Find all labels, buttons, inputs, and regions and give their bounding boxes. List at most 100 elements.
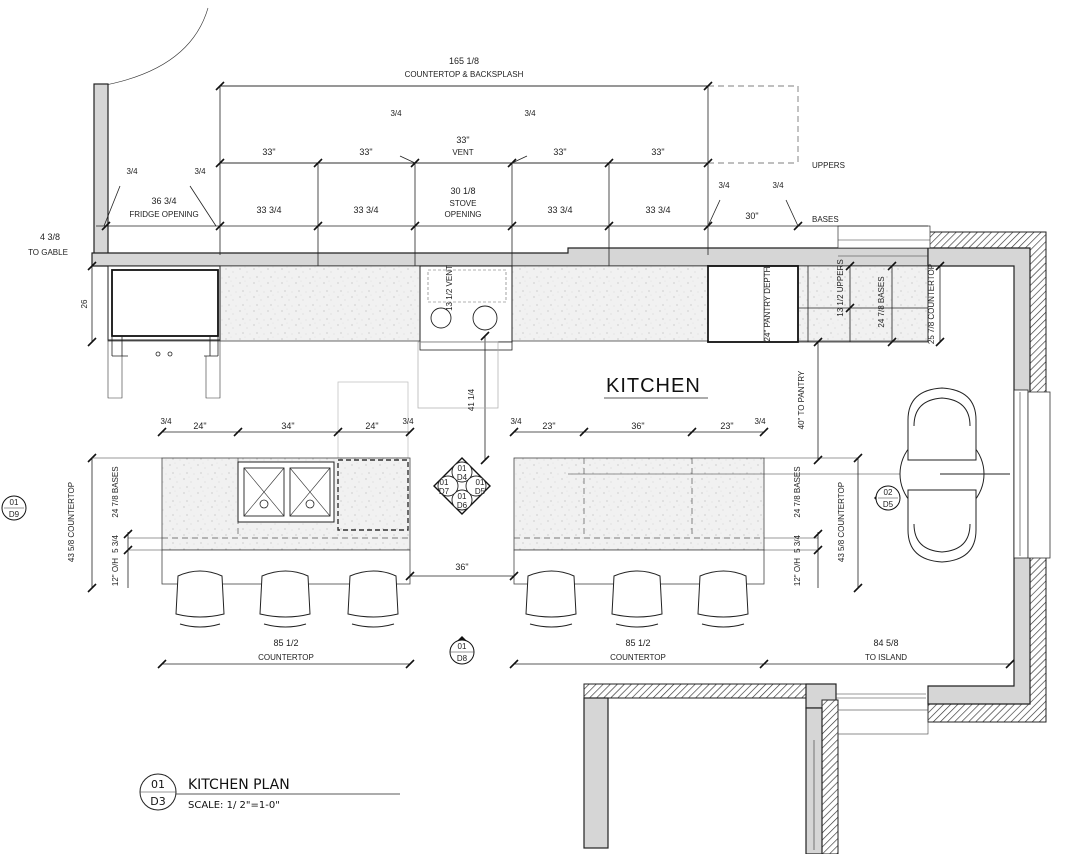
- gap-3-4-f: 3/4: [772, 181, 784, 190]
- island-left-seg-3: 24": [365, 421, 378, 431]
- base-dim-2: 33 3/4: [353, 205, 378, 215]
- stove-label-1: STOVE: [450, 199, 477, 208]
- lower-walls: [583, 683, 929, 854]
- island-right-seg-1: 23": [542, 421, 555, 431]
- to-island-label: TO ISLAND: [865, 653, 907, 662]
- to-gable-label: TO GABLE: [28, 248, 68, 257]
- callout-d8-num: 01: [458, 642, 467, 651]
- pantry-depth: 24" PANTRY DEPTH: [763, 266, 772, 341]
- plan-tag-num: 01: [151, 778, 165, 791]
- island-dim-lines: [87, 427, 1015, 669]
- left-wall-post: [93, 83, 109, 255]
- vent-label: VENT: [452, 148, 473, 157]
- gap-3-4-b: 3/4: [524, 109, 536, 118]
- top-dimension-lines: [96, 81, 928, 231]
- dining-table: [899, 387, 1010, 563]
- callout-cluster: 01 D4 01 D5 01 D6 01 D7: [433, 457, 491, 515]
- island-right-seg-3: 23": [720, 421, 733, 431]
- door-swing: [99, 7, 209, 87]
- stove-label-2: OPENING: [445, 210, 482, 219]
- aisle-41: 41 1/4: [467, 388, 476, 411]
- island-right-depth-bases: 24 7/8 BASES: [793, 466, 802, 517]
- to-gable-value: 4 3/8: [40, 232, 60, 242]
- island-gap-3-4-c: 3/4: [510, 417, 522, 426]
- callout-02-d5: 02 D5: [874, 485, 901, 511]
- plan-scale: SCALE: 1/ 2"=1-0": [188, 800, 280, 811]
- gap-3-4-d: 3/4: [194, 167, 206, 176]
- plan-tag-sheet: D3: [150, 795, 165, 808]
- island-left: [161, 457, 411, 585]
- callout-d5-sheet: D5: [475, 487, 486, 496]
- base-dim-1: 33 3/4: [256, 205, 281, 215]
- island-left-seg-1: 24": [193, 421, 206, 431]
- island-right-depth-ct: 43 5/8 COUNTERTOP: [837, 482, 846, 562]
- countertop-backsplash-label: COUNTERTOP & BACKSPLASH: [405, 70, 524, 79]
- fridge-label: FRIDGE OPENING: [129, 210, 198, 219]
- island-left-countertop: COUNTERTOP: [258, 653, 314, 662]
- vent-depth: 13 1/2 VENT: [445, 265, 454, 311]
- gap-3-4-c: 3/4: [126, 167, 138, 176]
- upper-dim-3: 33": [456, 135, 469, 145]
- callout-02-num: 02: [884, 488, 893, 497]
- bases-label: BASES: [812, 215, 839, 224]
- island-left-5-3-4: 5 3/4: [111, 535, 120, 553]
- bases-depth: 24 7/8 BASES: [877, 276, 886, 327]
- stove-value: 30 1/8: [450, 186, 475, 196]
- base-cabinet-run: [107, 265, 929, 399]
- island-gap-3-4-a: 3/4: [160, 417, 172, 426]
- island-gap-3-4-d: 3/4: [754, 417, 766, 426]
- plan-title-block: 01 D3 KITCHEN PLAN SCALE: 1/ 2"=1-0": [139, 773, 400, 811]
- fridge-value: 36 3/4: [151, 196, 176, 206]
- callout-d4-num: 01: [458, 464, 467, 473]
- callout-d4-sheet: D4: [457, 473, 468, 482]
- island-gap: 36": [455, 562, 468, 572]
- countertop-backsplash-value: 165 1/8: [449, 56, 479, 66]
- callout-d8: 01 D8: [449, 636, 475, 665]
- island-left-oh: 12" O/H: [111, 558, 120, 586]
- island-left-length: 85 1/2: [273, 638, 298, 648]
- callout-d5-num: 01: [476, 478, 485, 487]
- callout-d9: 01 D9: [1, 495, 27, 521]
- callout-02-sheet: D5: [883, 500, 894, 509]
- callout-d6-num: 01: [458, 492, 467, 501]
- uppers-depth: 13 1/2 UPPERS: [836, 259, 845, 316]
- callout-d9-sheet: D9: [9, 510, 20, 519]
- upper-dim-4: 33": [553, 147, 566, 157]
- island-right-length: 85 1/2: [625, 638, 650, 648]
- island-gap-3-4-b: 3/4: [402, 417, 414, 426]
- gap-3-4-e: 3/4: [718, 181, 730, 190]
- island-right-oh: 12" O/H: [793, 558, 802, 586]
- base-dim-4: 33 3/4: [645, 205, 670, 215]
- dimension-labels: 165 1/8 COUNTERTOP & BACKSPLASH 33" 33" …: [28, 56, 936, 662]
- plan-title: KITCHEN PLAN: [188, 777, 290, 793]
- countertop-depth: 25 7/8 COUNTERTOP: [927, 264, 936, 344]
- base-dim-5: 30": [745, 211, 758, 221]
- side-26: 26: [80, 299, 89, 308]
- callout-d8-sheet: D8: [457, 654, 468, 663]
- uppers-label: UPPERS: [812, 161, 845, 170]
- base-dim-3: 33 3/4: [547, 205, 572, 215]
- island-right-countertop: COUNTERTOP: [610, 653, 666, 662]
- back-wall: [91, 247, 929, 267]
- aisle-dims: [337, 331, 823, 465]
- callout-d6-sheet: D6: [457, 501, 468, 510]
- island-right-5-3-4: 5 3/4: [793, 535, 802, 553]
- bar-stools: [175, 570, 749, 628]
- to-pantry: 40" TO PANTRY: [797, 370, 806, 429]
- to-island-value: 84 5/8: [873, 638, 898, 648]
- callout-d7-num: 01: [440, 478, 449, 487]
- island-right-seg-2: 36": [631, 421, 644, 431]
- upper-dim-1: 33": [262, 147, 275, 157]
- upper-dim-5: 33": [651, 147, 664, 157]
- callout-d9-num: 01: [10, 498, 19, 507]
- upper-dim-2: 33": [359, 147, 372, 157]
- room-title: KITCHEN: [606, 375, 701, 397]
- island-left-depth-bases: 24 7/8 BASES: [111, 466, 120, 517]
- island-left-seg-2: 34": [281, 421, 294, 431]
- island-left-depth-ct: 43 5/8 COUNTERTOP: [67, 482, 76, 562]
- callout-d7-sheet: D7: [439, 487, 450, 496]
- run-depth-dims: [87, 261, 945, 347]
- right-exterior-wall: [927, 231, 1051, 723]
- gap-3-4-a: 3/4: [390, 109, 402, 118]
